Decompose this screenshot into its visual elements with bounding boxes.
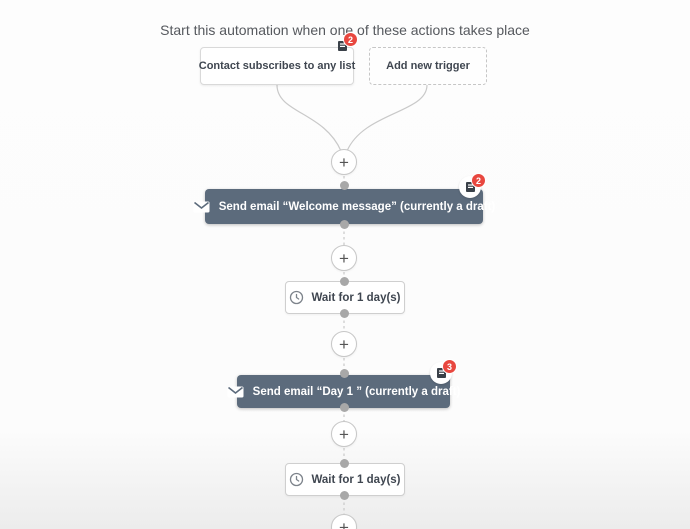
connector-dot <box>340 277 349 286</box>
envelope-icon <box>193 201 210 213</box>
clock-icon <box>289 472 304 487</box>
connector-dot <box>340 181 349 190</box>
wait-node-label: Wait for 1 day(s) <box>311 291 401 304</box>
plus-icon: + <box>339 517 349 529</box>
plus-icon: + <box>339 152 349 172</box>
email-node-label: Send email “Welcome message” (currently … <box>218 200 496 213</box>
plus-icon: + <box>339 248 349 268</box>
badge-count: 2 <box>471 173 486 188</box>
trigger-node-contact-subscribes[interactable]: Contact subscribes to any list <box>198 47 356 85</box>
connector-dot <box>340 491 349 500</box>
add-step-button[interactable]: + <box>331 331 357 357</box>
add-step-button[interactable]: + <box>331 149 357 175</box>
badge-count: 2 <box>343 32 358 47</box>
plus-icon: + <box>339 334 349 354</box>
connector-dot <box>340 309 349 318</box>
add-step-button[interactable]: + <box>331 421 357 447</box>
email-node-label: Send email “Day 1 ” (currently a draft) <box>252 385 461 398</box>
email-node-day-1[interactable]: Send email “Day 1 ” (currently a draft) <box>227 375 460 408</box>
add-new-trigger-button[interactable]: Add new trigger <box>369 47 487 85</box>
flow-title: Start this automation when one of these … <box>160 22 530 38</box>
clock-icon <box>289 290 304 305</box>
email-node-welcome-message[interactable]: Send email “Welcome message” (currently … <box>193 189 495 224</box>
trigger-label: Contact subscribes to any list <box>198 60 356 72</box>
envelope-icon <box>227 386 244 398</box>
add-trigger-label: Add new trigger <box>386 60 470 72</box>
wait-node-label: Wait for 1 day(s) <box>311 473 401 486</box>
connector-dot <box>340 369 349 378</box>
plus-icon: + <box>339 424 349 444</box>
connector-dot <box>340 459 349 468</box>
connector-dot <box>340 403 349 412</box>
badge-count: 3 <box>442 359 457 374</box>
connector-dot <box>340 220 349 229</box>
add-step-button[interactable]: + <box>331 245 357 271</box>
